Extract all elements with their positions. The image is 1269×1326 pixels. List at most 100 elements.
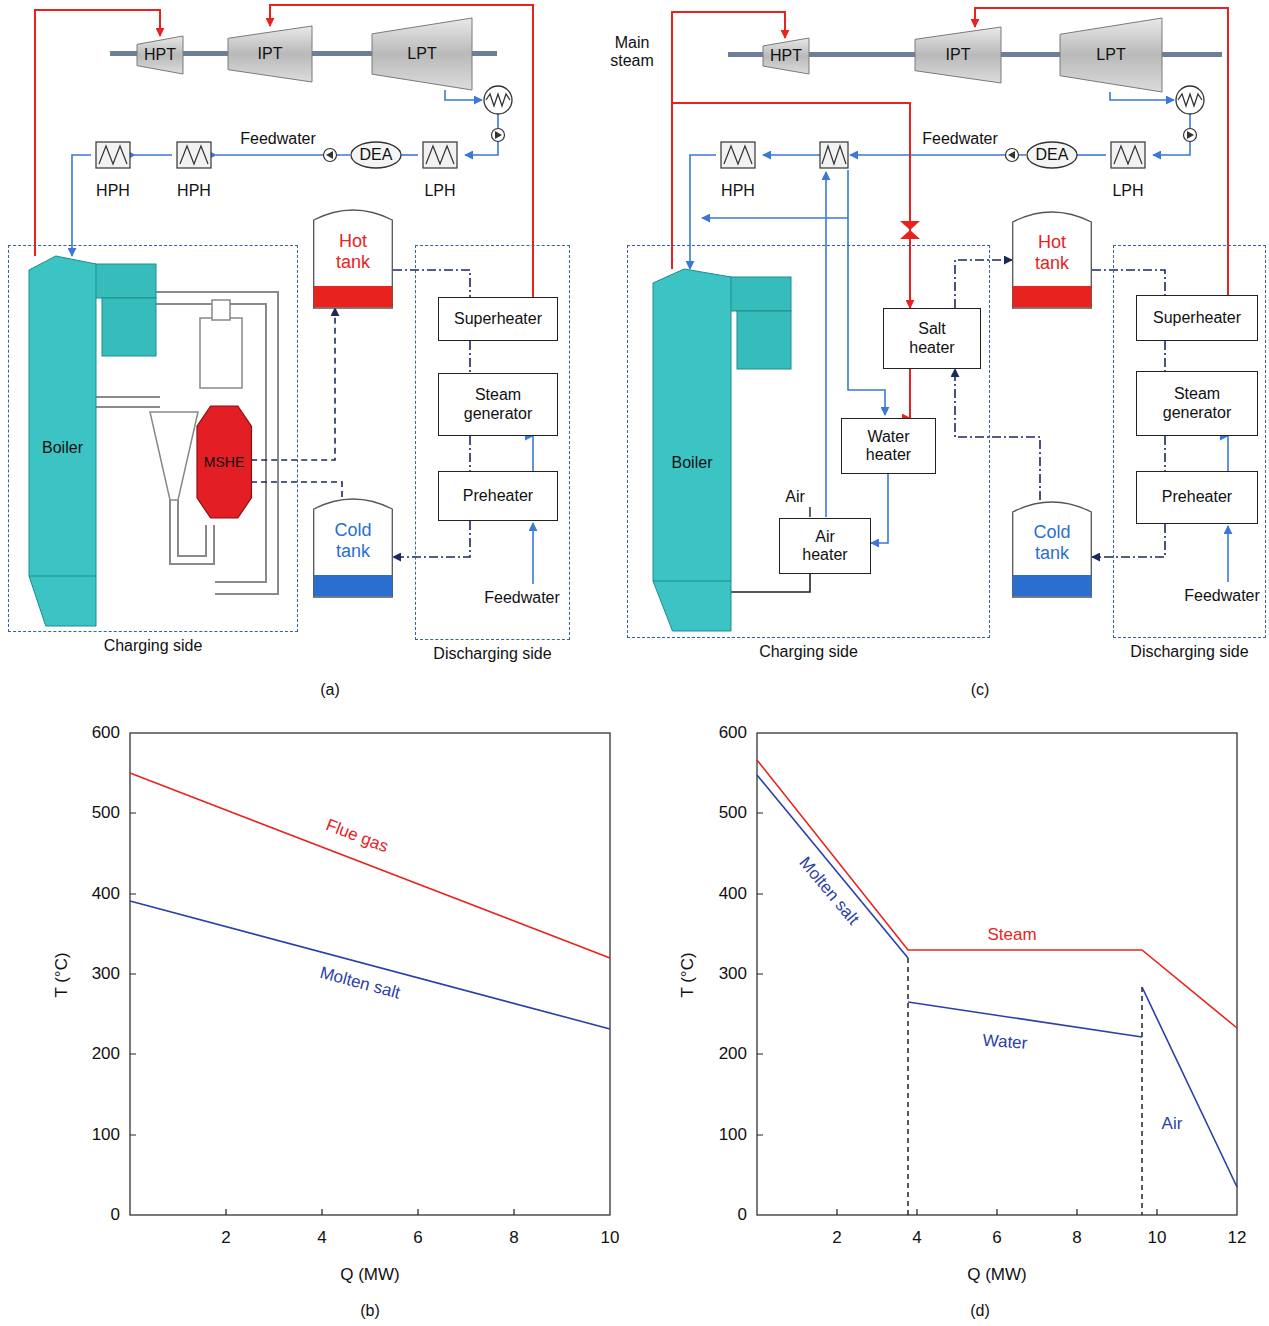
node-text: IPT — [258, 45, 283, 63]
text-label: 8 — [509, 1228, 518, 1248]
text-label: Air — [785, 488, 805, 506]
turbine: IPT — [228, 26, 312, 82]
connector — [1092, 270, 1165, 295]
node-text: Cold tank — [1024, 522, 1080, 563]
turbine: HPT — [763, 38, 809, 74]
process-box: Preheater — [438, 471, 558, 521]
process-box: Salt heater — [883, 308, 981, 369]
process-box: Preheater — [1136, 471, 1258, 524]
node-text: IPT — [946, 46, 971, 64]
node-text: Discharging side — [433, 645, 551, 663]
chart-b — [130, 733, 610, 1215]
connector — [135, 154, 172, 156]
node-text: Hot tank — [325, 231, 381, 272]
node-text: Boiler — [672, 454, 713, 472]
text-label: Molten salt — [318, 963, 402, 1003]
connector — [251, 308, 335, 460]
chart-d — [757, 733, 1237, 1215]
system-boundary: Discharging sideSuperheaterSteam generat… — [1113, 245, 1266, 638]
turbine: HPT — [137, 36, 183, 74]
storage-tank: Hot tank — [1012, 210, 1092, 308]
storage-tank: Cold tank — [1012, 500, 1092, 597]
node-text: LPT — [1096, 46, 1125, 64]
connector — [1092, 524, 1165, 557]
node-text: Boiler — [42, 439, 83, 457]
system-boundary: Charging sideBoilerSalt heaterWater heat… — [627, 245, 990, 638]
connector — [393, 521, 470, 557]
node-text: MSHE — [204, 454, 244, 470]
process-box: Water heater — [841, 418, 936, 474]
text-label: 400 — [719, 884, 747, 904]
node-text: Charging side — [759, 643, 858, 661]
text-label: 100 — [719, 1125, 747, 1145]
valve-symbol — [900, 221, 920, 239]
text-label: 6 — [992, 1228, 1001, 1248]
node-text: Steam generator — [443, 386, 553, 423]
heater-symbol: HPH — [91, 141, 135, 199]
heat-exchanger: MSHE — [197, 406, 251, 518]
node-text: LPT — [407, 45, 436, 63]
connector — [72, 155, 91, 256]
text-label: 100 — [92, 1125, 120, 1145]
text-label: 500 — [92, 804, 120, 824]
turbine: IPT — [915, 27, 1001, 83]
node-text: HPH — [96, 183, 130, 199]
connector — [909, 369, 911, 418]
node-text: Preheater — [1162, 488, 1232, 506]
connector — [955, 369, 1040, 500]
node-text: Steam generator — [1142, 385, 1252, 422]
text-label: Feedwater — [240, 130, 316, 148]
condenser-symbol — [484, 86, 1204, 114]
text-label: Air — [1162, 1114, 1183, 1134]
text-label: 6 — [413, 1228, 422, 1248]
feedwater-line — [445, 90, 1228, 584]
connector — [251, 482, 342, 497]
connector — [1227, 436, 1229, 471]
node-text: LPH — [1112, 183, 1143, 199]
storage-tank: Hot tank — [313, 208, 393, 308]
text-label: 2 — [832, 1228, 841, 1248]
node-text: Hot tank — [1024, 232, 1080, 273]
node-text: Water heater — [859, 428, 919, 465]
heater-symbol — [820, 142, 848, 168]
cyclone-illustration — [95, 298, 272, 588]
process-box: Air heater — [779, 518, 871, 574]
text-label: Q (MW) — [967, 1265, 1026, 1285]
connector — [393, 270, 470, 297]
text-label: Feedwater — [484, 589, 560, 607]
process-box: Steam generator — [438, 373, 558, 436]
text-label: 0 — [738, 1205, 747, 1225]
system-boundary: Charging sideBoilerMSHE — [8, 245, 298, 632]
node-text: HPH — [721, 183, 755, 199]
text-label: T (°C) — [52, 952, 72, 997]
node-text: HPH — [177, 183, 211, 199]
node-text: DEA — [360, 146, 393, 164]
heater-symbol: LPH — [1106, 141, 1150, 199]
connector — [690, 155, 716, 269]
text-label: 12 — [1228, 1228, 1247, 1248]
process-box: Superheater — [438, 297, 558, 341]
system-boundary: Discharging sideSuperheaterSteam generat… — [415, 245, 570, 640]
text-label: (d) — [970, 1302, 990, 1320]
heater-symbol: LPH — [418, 141, 462, 199]
node-text: Preheater — [463, 487, 533, 505]
text-label: 300 — [719, 964, 747, 984]
text-label: Feedwater — [922, 130, 998, 148]
process-box: Steam generator — [1136, 371, 1258, 436]
text-label: 0 — [111, 1205, 120, 1225]
storage-tank: Cold tank — [313, 497, 393, 597]
node-text: Discharging side — [1130, 643, 1248, 661]
turbine: LPT — [372, 18, 472, 90]
connector — [955, 260, 1012, 308]
boiler: Boiler — [29, 256, 96, 626]
node-text: Salt heater — [902, 320, 962, 357]
text-label: 10 — [1148, 1228, 1167, 1248]
text-label: 600 — [719, 723, 747, 743]
process-box: Superheater — [1136, 295, 1258, 341]
air-inlet-line — [809, 507, 810, 517]
connector — [1078, 154, 1106, 156]
node-text: Air heater — [800, 528, 850, 565]
node-text: DEA — [1036, 146, 1069, 164]
